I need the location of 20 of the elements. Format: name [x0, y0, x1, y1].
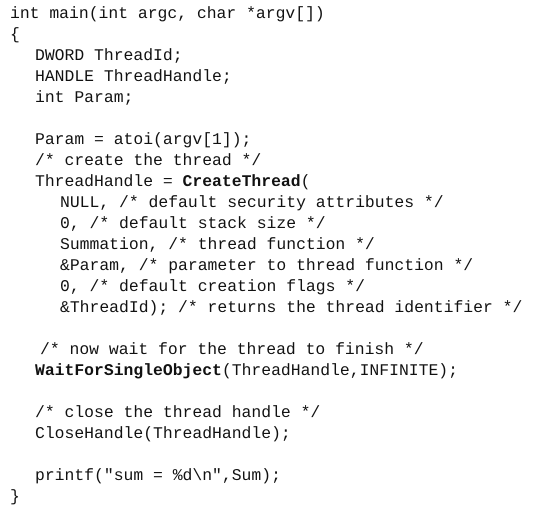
code-line: Summation, /* thread function */ — [60, 235, 375, 255]
code-line: 0, /* default stack size */ — [60, 214, 326, 234]
code-line: printf("sum = %d\n",Sum); — [35, 466, 281, 486]
code-line: DWORD ThreadId; — [35, 46, 183, 66]
code-line: { — [10, 25, 20, 45]
code-line: &ThreadId); /* returns the thread identifier */ — [60, 298, 522, 318]
code-line: NULL, /* default security attributes */ — [60, 193, 444, 213]
code-line: CloseHandle(ThreadHandle); — [35, 424, 291, 444]
code-line: /* create the thread */ — [35, 151, 262, 171]
code-line: ThreadHandle = CreateThread( — [35, 172, 310, 192]
code-line: } — [10, 487, 20, 507]
code-line: int Param; — [35, 88, 134, 108]
code-line: /* close the thread handle */ — [35, 403, 320, 423]
code-line: Param = atoi(argv[1]); — [35, 130, 252, 150]
code-line: /* now wait for the thread to finish */ — [40, 340, 424, 360]
code-line: int main(int argc, char *argv[]) — [10, 4, 325, 24]
code-line: HANDLE ThreadHandle; — [35, 67, 232, 87]
code-line: &Param, /* parameter to thread function */ — [60, 256, 474, 276]
code-line: WaitForSingleObject(ThreadHandle,INFINITE); — [35, 361, 458, 381]
code-line: 0, /* default creation flags */ — [60, 277, 365, 297]
